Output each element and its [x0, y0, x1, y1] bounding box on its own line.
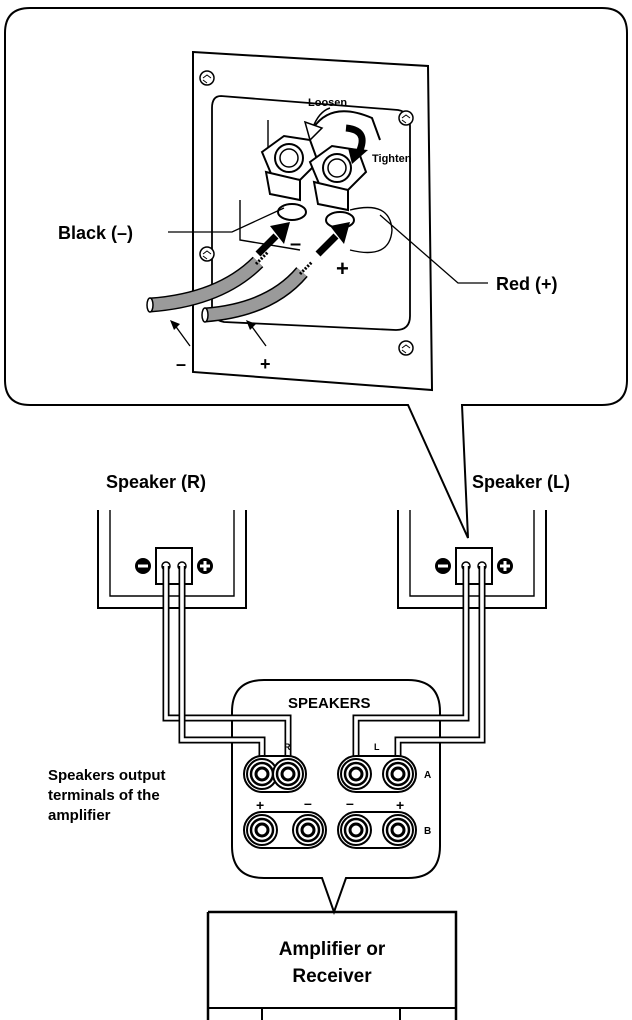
red-terminal-label: Red (+) — [496, 274, 558, 294]
plus-circle-icon — [197, 558, 213, 574]
panel-r-minus: – — [304, 795, 312, 811]
wire-minus-pointer — [173, 323, 191, 347]
screw-icon — [398, 340, 414, 356]
speaker-right-title: Speaker (R) — [106, 472, 206, 492]
binding-post-red — [308, 144, 368, 229]
speaker-jack-icon — [382, 814, 414, 846]
output-caption-line2: terminals of the — [48, 787, 160, 804]
jack-pair — [243, 755, 307, 793]
panel-l-plus: + — [396, 797, 404, 813]
plate-plus-mark: + — [336, 256, 349, 281]
screw-icon — [199, 246, 215, 262]
amp-title-line2: Receiver — [292, 966, 372, 987]
output-caption-line1: Speakers output — [48, 767, 166, 784]
panel-row-b: B — [424, 826, 431, 837]
speaker-cable-right — [162, 566, 292, 760]
screw-icon — [398, 110, 414, 126]
black-leader-line — [168, 207, 285, 233]
panel-l-minus: – — [346, 795, 354, 811]
panel-channel-r: R — [284, 742, 291, 752]
plus-circle-icon — [497, 558, 513, 574]
screw-icon — [199, 70, 215, 86]
minus-circle-icon — [435, 558, 451, 574]
speaker-jack-icon — [292, 814, 324, 846]
speaker-left-title: Speaker (L) — [472, 472, 570, 492]
panel-r-plus: + — [256, 797, 264, 813]
plate-minus-mark: – — [290, 233, 301, 255]
panel-title: SPEAKERS — [288, 695, 371, 712]
rotation-arrow-icon — [303, 107, 381, 164]
speaker-left-box — [397, 510, 547, 609]
panel-jacks — [243, 755, 417, 849]
wire-plus-label: + — [260, 354, 271, 374]
jack-pair — [337, 811, 417, 849]
speaker-jack-icon — [246, 814, 278, 846]
loosen-label: Loosen — [308, 97, 347, 109]
jack-pair — [337, 755, 417, 793]
binding-post-black — [260, 134, 320, 221]
insert-arrow-icon — [255, 222, 290, 257]
black-terminal-label: Black (–) — [58, 223, 133, 243]
wire-plus-pointer — [249, 323, 267, 347]
amplifier-box — [206, 910, 458, 1020]
speaker-right-box — [97, 510, 247, 609]
speaker-jack-icon — [246, 758, 278, 790]
speaker-jack-icon — [340, 814, 372, 846]
output-caption-line3: amplifier — [48, 807, 111, 824]
wire-minus-label: – — [176, 354, 186, 374]
speaker-jack-icon — [340, 758, 372, 790]
speaker-jack-icon — [382, 758, 414, 790]
speaker-jack-icon — [272, 758, 304, 790]
wire-minus — [146, 250, 270, 313]
panel-channel-l: L — [374, 742, 380, 752]
red-leader-line — [379, 214, 488, 284]
tighten-label: Tighten — [372, 153, 412, 165]
jack-pair — [243, 811, 327, 849]
speaker-cable-left — [352, 566, 486, 760]
panel-row-a: A — [424, 770, 431, 781]
wire-plus — [201, 260, 314, 323]
minus-circle-icon — [135, 558, 151, 574]
amp-title-line1: Amplifier or — [279, 939, 386, 960]
insert-arrow-icon — [315, 222, 350, 257]
